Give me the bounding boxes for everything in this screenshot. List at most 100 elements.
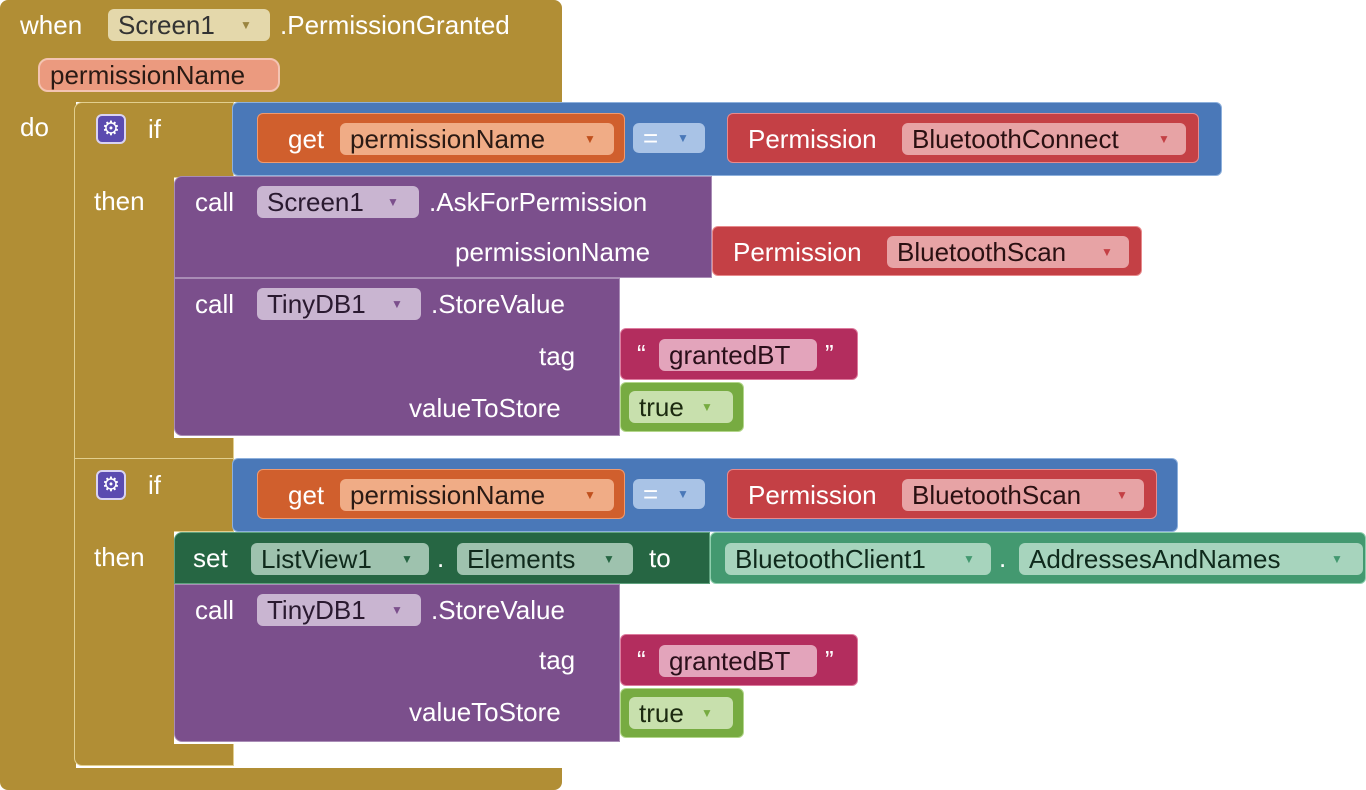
perm2-value-label: BluetoothScan — [912, 480, 1082, 510]
text1-value-field[interactable]: grantedBT — [659, 339, 817, 371]
event-name-label: .PermissionGranted — [280, 10, 510, 40]
event-block-permission-granted[interactable]: when Screen1 ▼ .PermissionGranted permis… — [0, 0, 562, 790]
perm-ask-value-label: BluetoothScan — [897, 237, 1067, 267]
op2-label: = — [643, 479, 659, 509]
if-block-2[interactable]: ⚙ if then — [74, 458, 234, 768]
store1-component-label: TinyDB1 — [267, 289, 366, 319]
gear-icon[interactable]: ⚙ — [96, 114, 126, 144]
close-quote-icon: ” — [825, 645, 834, 675]
perm1-label: Permission — [748, 124, 877, 154]
gear-icon[interactable]: ⚙ — [96, 470, 126, 500]
store2-value-label: valueToStore — [409, 697, 561, 727]
set-to-label: to — [649, 543, 671, 573]
event-spine — [0, 100, 76, 770]
chevron-down-icon: ▼ — [701, 400, 713, 414]
set-property-label: Elements — [467, 544, 576, 574]
store-value-block-1[interactable]: call TinyDB1 ▼ .StoreValue tag valueToSt… — [174, 278, 620, 436]
chevron-down-icon: ▼ — [1158, 132, 1170, 146]
chevron-down-icon: ▼ — [584, 488, 596, 502]
get1-label: get — [288, 124, 325, 154]
when-label: when — [20, 10, 83, 40]
store2-method-label: .StoreValue — [431, 595, 565, 625]
perm1-value-dropdown[interactable]: BluetoothConnect ▼ — [902, 123, 1186, 155]
get-block-2[interactable]: get permissionName ▼ — [257, 469, 625, 519]
text-block-1[interactable]: “ grantedBT ” — [620, 328, 858, 380]
store1-value-label: valueToStore — [409, 393, 561, 423]
perm-ask-value-dropdown[interactable]: BluetoothScan ▼ — [887, 236, 1129, 268]
op1-dropdown[interactable]: = ▼ — [633, 123, 705, 153]
bool2-dropdown[interactable]: true ▼ — [629, 697, 733, 729]
set-property-dropdown[interactable]: Elements ▼ — [457, 543, 633, 575]
store2-tag-label: tag — [539, 645, 576, 675]
chevron-down-icon: ▼ — [584, 132, 596, 146]
perm1-value-label: BluetoothConnect — [912, 124, 1119, 154]
boolean-block-2[interactable]: true ▼ — [620, 688, 744, 738]
open-quote-icon: “ — [637, 645, 646, 675]
component-getter-block[interactable]: BluetoothClient1 ▼ . AddressesAndNames ▼ — [710, 532, 1366, 584]
get1-var-dropdown[interactable]: permissionName ▼ — [340, 123, 614, 155]
bool1-value-label: true — [639, 392, 684, 422]
set-label: set — [193, 543, 228, 573]
store2-component-dropdown[interactable]: TinyDB1 ▼ — [257, 594, 421, 626]
chevron-down-icon: ▼ — [963, 552, 975, 566]
permission-block-2[interactable]: Permission BluetoothScan ▼ — [727, 469, 1157, 519]
chevron-down-icon: ▼ — [603, 552, 615, 566]
getter-property-label: AddressesAndNames — [1029, 544, 1281, 574]
chevron-down-icon: ▼ — [391, 603, 403, 617]
ask-permission-block[interactable]: call Screen1 ▼ .AskForPermission permiss… — [174, 176, 712, 278]
event-component-dropdown[interactable]: Screen1 ▼ — [108, 9, 270, 41]
compare-block-1[interactable]: get permissionName ▼ = ▼ Permission Blue… — [232, 102, 1222, 176]
set-dot: . — [437, 543, 445, 573]
bool1-dropdown[interactable]: true ▼ — [629, 391, 733, 423]
ask-call-label: call — [195, 187, 235, 217]
ask-arg-label: permissionName — [455, 237, 651, 267]
chevron-down-icon: ▼ — [1116, 488, 1128, 502]
open-quote-icon: “ — [637, 339, 646, 369]
chevron-down-icon: ▼ — [1331, 552, 1343, 566]
get2-label: get — [288, 480, 325, 510]
text2-value-field[interactable]: grantedBT — [659, 645, 817, 677]
chevron-down-icon: ▼ — [701, 706, 713, 720]
getter-property-dropdown[interactable]: AddressesAndNames ▼ — [1019, 543, 1363, 575]
chevron-down-icon: ▼ — [1101, 245, 1113, 259]
store1-component-dropdown[interactable]: TinyDB1 ▼ — [257, 288, 421, 320]
store1-tag-label: tag — [539, 341, 576, 371]
ask-component-label: Screen1 — [267, 187, 364, 217]
op2-dropdown[interactable]: = ▼ — [633, 479, 705, 509]
set-component-dropdown[interactable]: ListView1 ▼ — [251, 543, 429, 575]
set-elements-block[interactable]: set ListView1 ▼ . Elements ▼ to — [174, 532, 710, 584]
if1-then-label: then — [94, 186, 145, 216]
if1-if-label: if — [148, 114, 161, 144]
do-label: do — [20, 112, 49, 142]
get-block-1[interactable]: get permissionName ▼ — [257, 113, 625, 163]
text-block-2[interactable]: “ grantedBT ” — [620, 634, 858, 686]
store1-call-label: call — [195, 289, 235, 319]
event-footer — [0, 768, 562, 790]
chevron-down-icon: ▼ — [240, 18, 252, 32]
get2-var-dropdown[interactable]: permissionName ▼ — [340, 479, 614, 511]
compare-block-2[interactable]: get permissionName ▼ = ▼ Permission Blue… — [232, 458, 1178, 532]
store-value-block-2[interactable]: call TinyDB1 ▼ .StoreValue tag valueToSt… — [174, 584, 620, 742]
store2-call-label: call — [195, 595, 235, 625]
if1-spine — [74, 176, 174, 458]
event-param-permissionName[interactable]: permissionName — [38, 58, 280, 92]
perm2-label: Permission — [748, 480, 877, 510]
boolean-block-1[interactable]: true ▼ — [620, 382, 744, 432]
event-param-label: permissionName — [50, 60, 246, 90]
op1-label: = — [643, 123, 659, 153]
event-component-label: Screen1 — [118, 10, 215, 40]
ask-component-dropdown[interactable]: Screen1 ▼ — [257, 186, 419, 218]
text2-value-label: grantedBT — [669, 646, 791, 676]
perm2-value-dropdown[interactable]: BluetoothScan ▼ — [902, 479, 1144, 511]
permission-block-ask[interactable]: Permission BluetoothScan ▼ — [712, 226, 1142, 276]
if2-then-label: then — [94, 542, 145, 572]
getter-component-dropdown[interactable]: BluetoothClient1 ▼ — [725, 543, 991, 575]
bool2-value-label: true — [639, 698, 684, 728]
if-block-1[interactable]: ⚙ if then — [74, 102, 234, 460]
set-component-label: ListView1 — [261, 544, 372, 574]
if2-spine — [74, 530, 174, 748]
close-quote-icon: ” — [825, 339, 834, 369]
get2-var-label: permissionName — [350, 480, 546, 510]
permission-block-1[interactable]: Permission BluetoothConnect ▼ — [727, 113, 1199, 163]
store1-method-label: .StoreValue — [431, 289, 565, 319]
